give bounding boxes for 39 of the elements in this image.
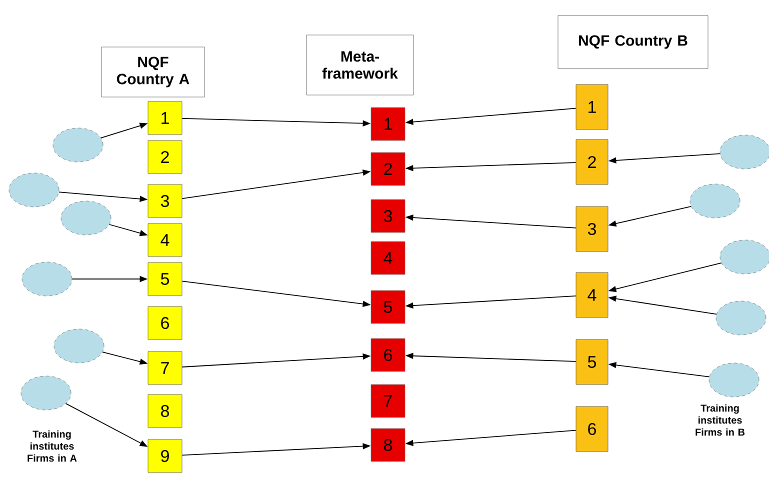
ellipse-shape: [22, 262, 72, 296]
number-box: 5: [148, 262, 182, 296]
ellipse-shape: [52, 128, 104, 162]
number-box: 1: [576, 84, 608, 130]
number-box: 4: [576, 272, 608, 318]
ellipse-shape: [720, 134, 769, 170]
number-box: 9: [148, 439, 182, 473]
number-box: 6: [370, 338, 406, 372]
number-box: 1: [148, 101, 182, 135]
number-box: 7: [370, 384, 406, 418]
ellipse-shape: [54, 328, 104, 364]
ellipse-shape: [690, 184, 740, 218]
number-box: 5: [370, 290, 406, 324]
ellipse-shape: [60, 200, 112, 236]
number-box: 2: [576, 139, 608, 185]
number-box: 2: [370, 152, 406, 186]
number-box: 6: [576, 406, 608, 452]
number-box: 3: [576, 206, 608, 252]
caption-text: Training institutes Firms in A: [28, 430, 77, 462]
number-box: 3: [148, 184, 182, 218]
number-box: 8: [148, 394, 182, 428]
number-box: 6: [148, 306, 182, 340]
number-box: 2: [148, 140, 182, 174]
number-box: 4: [370, 241, 406, 275]
caption-text: Training institutes Firms in B: [696, 404, 745, 436]
ellipse-shape: [720, 240, 769, 274]
ellipse-shape: [8, 172, 60, 208]
number-box: 3: [370, 199, 406, 233]
ellipse-shape: [708, 362, 760, 398]
number-box: 4: [148, 223, 182, 257]
number-box: 7: [148, 351, 182, 385]
heading-box: Meta- framework: [306, 34, 414, 96]
number-box: 8: [370, 428, 406, 462]
heading-box: NQF Country A: [101, 46, 205, 98]
number-box: 1: [370, 107, 406, 141]
ellipse-shape: [716, 300, 766, 336]
heading-box: NQF Country B: [558, 15, 708, 69]
number-box: 5: [576, 339, 608, 385]
ellipse-shape: [20, 376, 72, 410]
